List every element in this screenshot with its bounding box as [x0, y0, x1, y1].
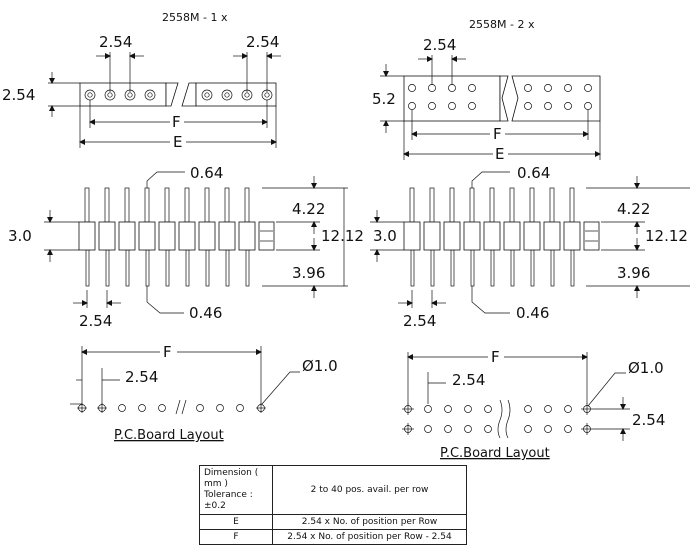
dim-E-top-left: E [173, 133, 182, 151]
dim-row-spacing: 5.2 [372, 90, 396, 108]
spec-header-row: Dimension ( mm ) Tolerance : ±0.2 2 to 4… [199, 465, 467, 515]
dim-pitch-top-right-view: 2.54 [423, 36, 456, 54]
dim-F-pcb-right: F [491, 348, 500, 366]
single-row-side-view: 3.0 0.64 0.46 2.54 4.22 12.12 3.96 [8, 164, 364, 330]
pins [409, 187, 575, 287]
spec-row-F: F 2.54 x No. of position per Row - 2.54 [199, 529, 467, 545]
dim-pin-width-top-right: 0.64 [517, 164, 550, 182]
strip-body-right [195, 82, 277, 107]
dim-pin-width-bottom-left: 0.46 [189, 304, 222, 322]
break-right [181, 82, 197, 107]
spec-key-F: F [199, 529, 273, 545]
dim-row-pitch-pcb-right: 2.54 [632, 411, 665, 429]
dim-lower-pin-left: 3.96 [292, 264, 325, 282]
dim-pin-width-top-left: 0.64 [190, 164, 223, 182]
pcb-layout-single-row: F 2.54 Ø1.0 P.C.Board Layout [70, 343, 338, 443]
dim-body-height-left: 3.0 [8, 227, 32, 245]
dim-pitch-pcb-left: 2.54 [125, 368, 158, 386]
single-row-top-view: 2.54 2.54 2.54 F E [2, 33, 281, 151]
spec-header-dimension: Dimension ( mm ) [204, 468, 259, 489]
spec-header-cell: Dimension ( mm ) Tolerance : ±0.2 [199, 465, 273, 515]
dim-F-top-left: F [172, 113, 181, 131]
dim-E-top-right: E [495, 145, 504, 163]
spec-header-value: 2 to 40 pos. avail. per row [272, 465, 467, 515]
double-row-top-view: 2.54 5.2 F E [372, 36, 601, 163]
pcb-holes [77, 399, 266, 415]
dim-strip-height: 2.54 [2, 86, 35, 104]
dim-pitch-top-left: 2.54 [99, 33, 132, 51]
dim-lower-pin-right: 3.96 [617, 264, 650, 282]
contacts-rows [408, 84, 592, 110]
dim-upper-pin-right: 4.22 [617, 200, 650, 218]
dim-pitch-top-right: 2.54 [246, 33, 279, 51]
dim-upper-pin-left: 4.22 [292, 200, 325, 218]
double-row-side-view: 3.0 0.64 0.46 2.54 4.22 12.12 3.96 [370, 164, 690, 330]
dim-total-length-right: 12.12 [645, 227, 688, 245]
spec-key-E: E [199, 514, 273, 530]
dim-pitch-pcb-right: 2.54 [452, 371, 485, 389]
dim-pitch-bottom-left: 2.54 [79, 312, 112, 330]
title-single-row: 2558M - 1 x [162, 11, 228, 24]
dim-body-height-right: 3.0 [373, 227, 397, 245]
pcb-layout-double-row: F 2.54 Ø1.0 [402, 348, 665, 461]
dim-total-length-left: 12.12 [321, 227, 364, 245]
dim-pitch-bottom-right: 2.54 [403, 312, 436, 330]
spec-value-E: 2.54 x No. of position per Row [272, 514, 467, 530]
dim-F-pcb-left: F [163, 343, 172, 361]
title-double-row: 2558M - 2 x [469, 18, 535, 31]
dim-F-top-right: F [493, 125, 502, 143]
spec-row-E: E 2.54 x No. of position per Row [199, 514, 467, 530]
pcb-holes [402, 399, 593, 439]
contacts-row [84, 89, 273, 101]
spec-value-F: 2.54 x No. of position per Row - 2.54 [272, 529, 467, 545]
break-left [165, 82, 179, 107]
spec-header-tolerance: Tolerance : ±0.2 [204, 490, 253, 511]
dim-hole-dia-right: Ø1.0 [628, 359, 664, 377]
contact-bodies [78, 221, 275, 251]
spec-table: Dimension ( mm ) Tolerance : ±0.2 2 to 4… [199, 465, 467, 545]
contact-bodies [403, 221, 600, 251]
pcb-layout-label-right: P.C.Board Layout [440, 446, 550, 461]
dim-hole-dia-left: Ø1.0 [302, 357, 338, 375]
dim-pin-width-bottom-right: 0.46 [516, 304, 549, 322]
pcb-layout-label-left: P.C.Board Layout [114, 428, 224, 443]
